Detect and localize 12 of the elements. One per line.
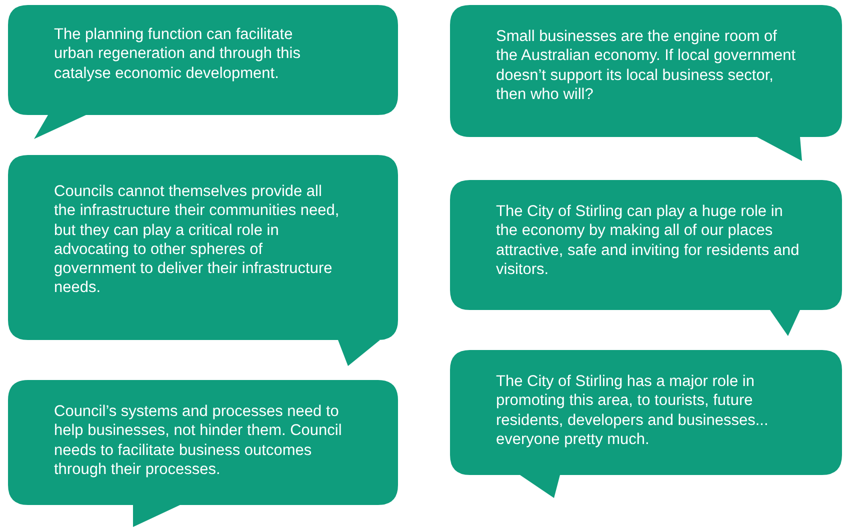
speech-bubble [450, 180, 842, 336]
speech-bubble [450, 350, 842, 498]
bubble-text: The City of Stirling has a major role in promoting this area, to tourists, future residents, developers and businesses... everyone pretty much. [496, 372, 770, 450]
speech-bubble [8, 155, 398, 366]
bubble-text: Small businesses are the engine room of the Australian economy. If local government doesn’t support its local business sector, then who will? [496, 27, 796, 104]
speech-bubble [450, 5, 842, 161]
bubble-text: Councils cannot themselves provide all the infrastructure their communities need, but they can play a critical role in advocating to other spheres of government to deliver their infrastructure needs. [54, 182, 340, 298]
speech-bubble [8, 380, 398, 527]
bubble-text: The planning function can facilitate urban regeneration and through this catalyse economic development. [54, 25, 302, 83]
bubble-text: Council’s systems and processes need to help businesses, not hinder them. Council needs to facilitate business outcomes through their processes. [54, 402, 343, 480]
bubble-text: The City of Stirling can play a huge role in the economy by making all of our places attractive, safe and inviting for residents and visitors. [496, 202, 800, 280]
speech-bubble [8, 5, 398, 139]
